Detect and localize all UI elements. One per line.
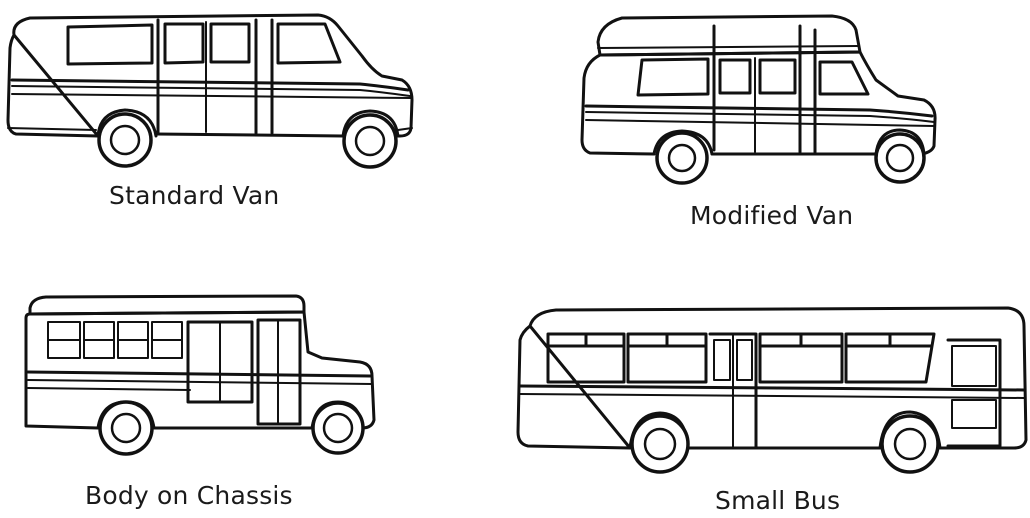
standard-van-illustration — [8, 15, 412, 167]
standard-van-caption: Standard Van — [109, 181, 279, 210]
body-on-chassis-illustration — [26, 296, 374, 454]
modified-van-caption: Modified Van — [690, 201, 853, 230]
small-bus-illustration — [518, 308, 1026, 472]
modified-van-illustration — [582, 16, 935, 183]
small-bus-caption: Small Bus — [715, 486, 840, 515]
body-on-chassis-caption: Body on Chassis — [85, 481, 293, 510]
